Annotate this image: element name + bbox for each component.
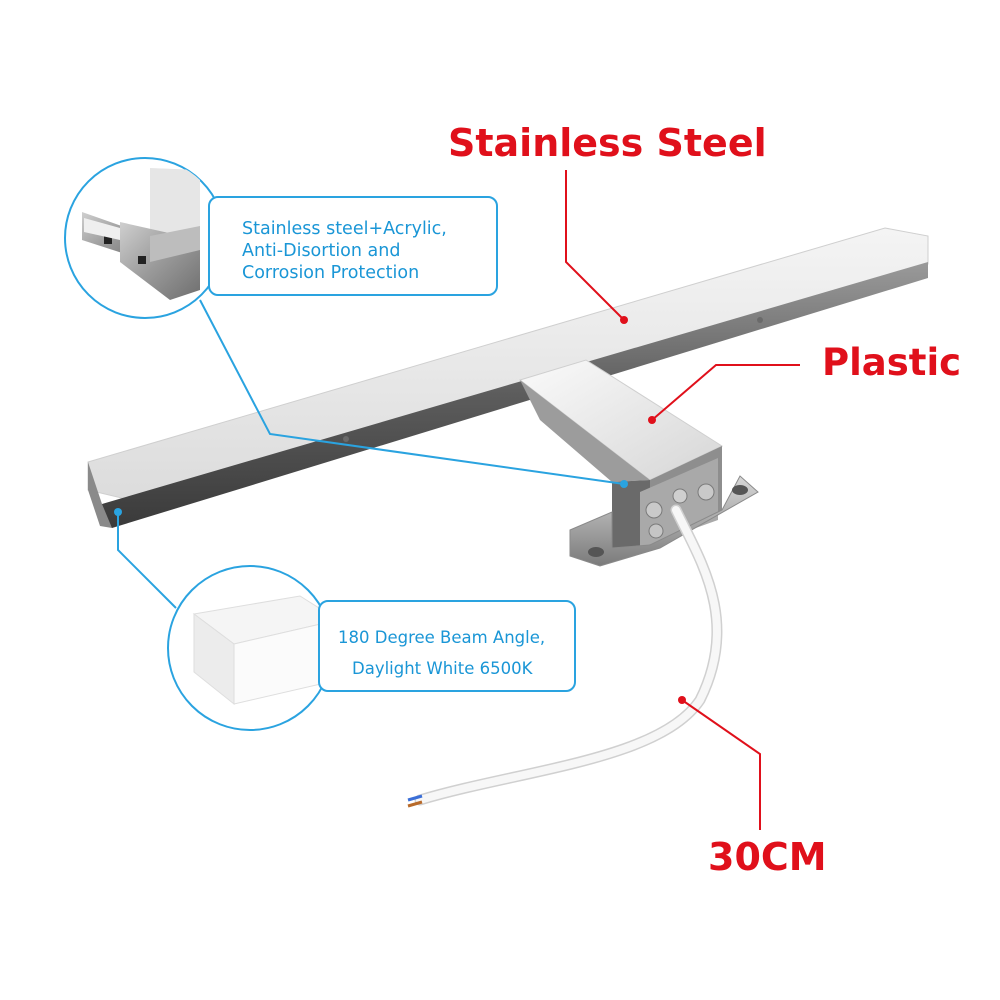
callout-line: Stainless steel+Acrylic, [242, 219, 447, 239]
plastic-label: Plastic [822, 341, 962, 384]
blue-leader-lines [114, 299, 628, 609]
callout-line: Daylight White 6500K [352, 659, 533, 678]
bracket-material-callout: Stainless steel+Acrylic, Anti-Disortion … [208, 196, 498, 296]
callout-line: Corrosion Protection [242, 263, 420, 283]
red-leader-lines [565, 170, 800, 830]
diffuser-closeup [167, 565, 333, 731]
beam-angle-callout: 180 Degree Beam Angle, Daylight White 65… [318, 600, 576, 692]
cable-length-label: 30CM [708, 835, 827, 879]
led-mirror-light-image [87, 227, 929, 567]
stainless-steel-label: Stainless Steel [448, 121, 767, 165]
callout-line: Anti-Disortion and [242, 241, 401, 261]
mounting-bracket-closeup [64, 157, 226, 319]
cable-image [407, 504, 723, 808]
callout-line: 180 Degree Beam Angle, [338, 628, 546, 647]
